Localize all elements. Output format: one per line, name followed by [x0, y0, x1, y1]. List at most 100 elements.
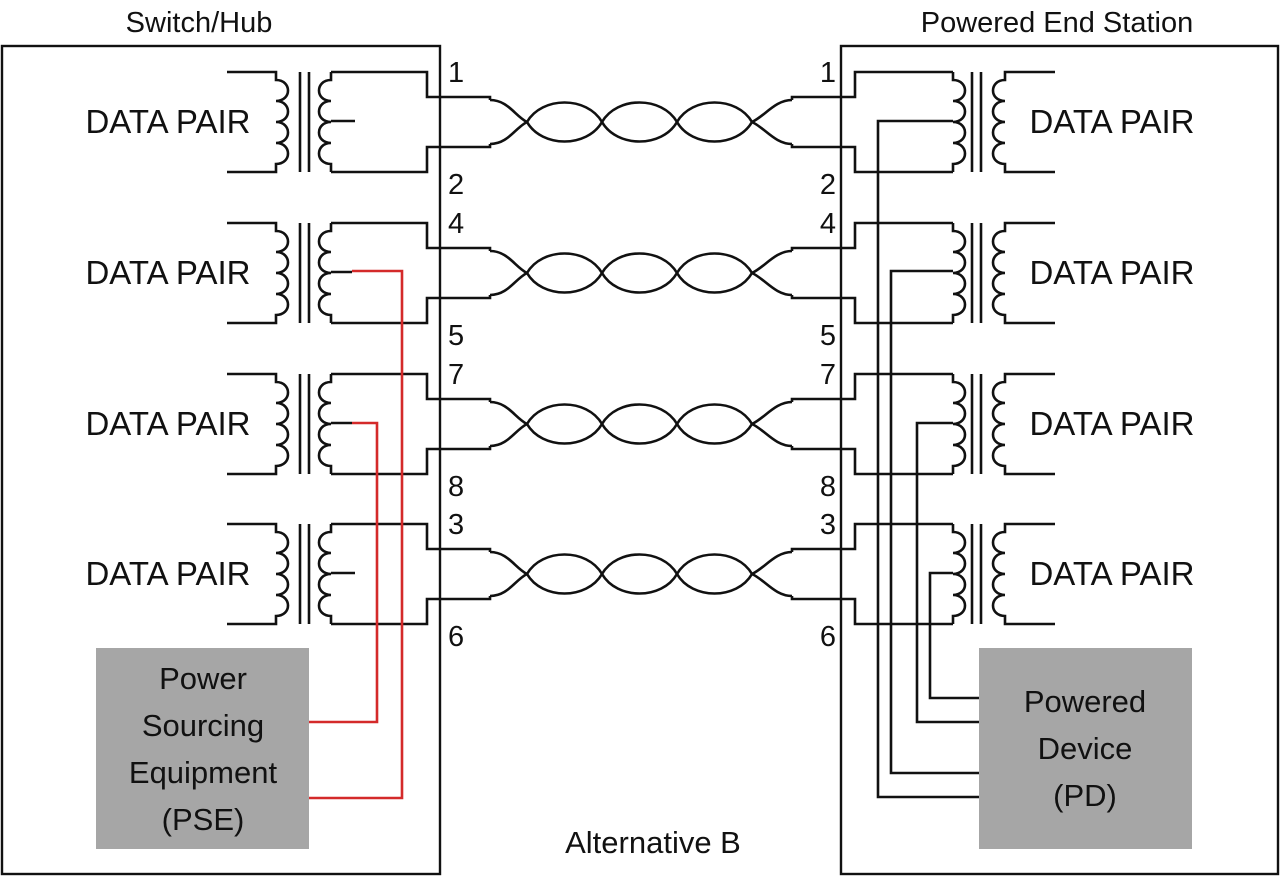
twisted-pair: [489, 98, 793, 146]
primary-coil: [227, 522, 290, 626]
rail-top: [790, 522, 953, 552]
switch-hub-title: Switch/Hub: [126, 7, 273, 39]
powered-end-station-box: [839, 44, 1280, 876]
switch-hub-box: [0, 44, 442, 876]
cable-conductor: [489, 400, 793, 448]
pin-number: 4: [448, 208, 464, 240]
left-data-pair: DATA PAIR: [85, 372, 492, 476]
primary-coil: [227, 372, 290, 476]
secondary-coil: [991, 372, 1055, 476]
cable-conductor: [489, 98, 793, 146]
block-label-line: (PD): [1053, 778, 1117, 813]
rail-top: [790, 372, 953, 402]
rail-bottom: [790, 446, 953, 476]
pin-number: 8: [820, 471, 836, 503]
pin-number: 2: [448, 169, 464, 201]
pd-block: [979, 648, 1192, 849]
data-pair-label: DATA PAIR: [1029, 555, 1194, 592]
pin-number: 1: [448, 57, 464, 89]
rail-bottom: [790, 295, 953, 325]
left-data-pair: DATA PAIR: [85, 221, 492, 325]
pse-block: [96, 648, 309, 849]
primary-coil: [951, 524, 967, 624]
left-data-pairs: DATA PAIR DATA PAIR DATA PAIR DATA PAIR: [85, 70, 492, 626]
secondary-coil: [991, 70, 1055, 174]
primary-coil: [951, 223, 967, 323]
powered-end-station-title: Powered End Station: [921, 7, 1193, 39]
secondary-coil: [317, 524, 333, 624]
secondary-coil: [317, 72, 333, 172]
left-data-pair: DATA PAIR: [85, 70, 492, 174]
secondary-coil: [991, 522, 1055, 626]
rail-top: [331, 70, 492, 100]
right-data-pair: DATA PAIR: [790, 372, 1195, 476]
cable-conductor: [489, 249, 793, 297]
cable-conductor: [489, 400, 793, 448]
rail-bottom: [790, 596, 953, 626]
pd-wire-pair-3-6: [928, 571, 979, 700]
rail-top: [331, 522, 492, 552]
data-pair-label: DATA PAIR: [85, 103, 250, 140]
twisted-pair: [489, 400, 793, 448]
left-data-pair: DATA PAIR: [85, 522, 492, 626]
primary-coil: [227, 221, 290, 325]
data-pair-label: DATA PAIR: [85, 555, 250, 592]
rail-bottom: [331, 596, 492, 626]
right-data-pair: DATA PAIR: [790, 221, 1195, 325]
block-label-line: Equipment: [129, 755, 278, 790]
rail-top: [790, 221, 953, 251]
primary-coil: [951, 374, 967, 474]
pin-number: 5: [448, 320, 464, 352]
pd-wire-pair-1-2: [876, 119, 979, 799]
pin-number: 8: [448, 471, 464, 503]
pin-number: 7: [820, 359, 836, 391]
rail-top: [331, 372, 492, 402]
data-pair-label: DATA PAIR: [85, 405, 250, 442]
diagram-caption: Alternative B: [565, 825, 741, 860]
pin-number: 1: [820, 57, 836, 89]
primary-coil: [951, 72, 967, 172]
block-label-line: Powered: [1024, 684, 1146, 719]
block-label-line: (PSE): [162, 802, 245, 837]
pin-number: 5: [820, 320, 836, 352]
block-label-line: Device: [1038, 731, 1133, 766]
pin-number: 3: [820, 509, 836, 541]
pse-power-wire-pair-7-8: [309, 421, 379, 724]
data-pair-label: DATA PAIR: [1029, 103, 1194, 140]
rail-bottom: [331, 295, 492, 325]
pd-wire-pair-4-5: [889, 269, 979, 775]
cable-conductor: [489, 249, 793, 297]
secondary-coil: [317, 223, 333, 323]
secondary-coil: [317, 374, 333, 474]
primary-coil: [227, 70, 290, 174]
right-data-pair: DATA PAIR: [790, 522, 1195, 626]
rail-bottom: [331, 446, 492, 476]
cable-conductor: [489, 550, 793, 598]
pin-number: 3: [448, 509, 464, 541]
pin-number: 2: [820, 169, 836, 201]
cable-conductor: [489, 98, 793, 146]
right-data-pairs: DATA PAIR DATA PAIR DATA PAIR DATA PAIR: [790, 70, 1195, 626]
rail-bottom: [790, 144, 953, 174]
data-pair-label: DATA PAIR: [1029, 405, 1194, 442]
secondary-coil: [991, 221, 1055, 325]
rail-top: [790, 70, 953, 100]
right-data-pair: DATA PAIR: [790, 70, 1195, 174]
twisted-pair: [489, 249, 793, 297]
pd-wire-pair-7-8: [915, 421, 979, 724]
pin-number: 4: [820, 208, 836, 240]
block-label-line: Power: [159, 661, 247, 696]
data-pair-label: DATA PAIR: [85, 254, 250, 291]
block-label-line: Sourcing: [142, 708, 264, 743]
pin-number: 7: [448, 359, 464, 391]
pin-number: 6: [820, 621, 836, 653]
data-pair-label: DATA PAIR: [1029, 254, 1194, 291]
cable-conductor: [489, 550, 793, 598]
pse-power-wire-pair-4-5: [309, 269, 404, 800]
twisted-pair: [489, 550, 793, 598]
rail-bottom: [331, 144, 492, 174]
